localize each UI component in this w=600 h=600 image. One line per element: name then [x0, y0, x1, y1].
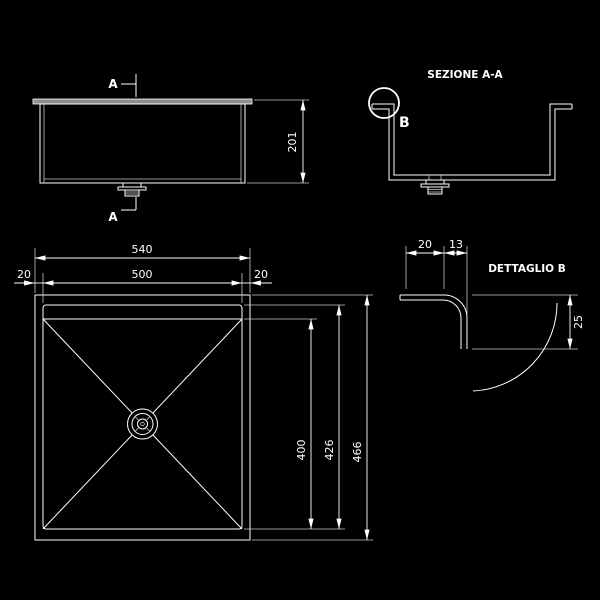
detail-view-title: DETTAGLIO B [488, 263, 566, 275]
plan-rim-inner-outline [42, 304, 243, 530]
detail-b-view: DETTAGLIO B 20 13 25 [399, 238, 585, 392]
section-cut-mark-top: A [108, 74, 137, 97]
drain-fitting-front [117, 182, 147, 197]
section-view-title: SEZIONE A-A [427, 69, 503, 81]
dimension-20-right: 20 [242, 268, 272, 286]
plan-view: 540 500 20 20 400 426 [14, 243, 373, 541]
dim-label-500: 500 [132, 268, 153, 281]
dimension-201: 201 [247, 99, 309, 184]
dim-label-20-flange: 20 [418, 238, 432, 251]
dimension-500: 500 [42, 268, 243, 303]
dim-label-540: 540 [132, 243, 153, 256]
dim-label-426: 426 [323, 440, 336, 461]
dim-label-20-right: 20 [254, 268, 268, 281]
dimension-20-flange: 20 [405, 238, 445, 289]
dim-label-201: 201 [286, 132, 299, 153]
dim-label-20-left: 20 [17, 268, 31, 281]
drain-fitting-section [420, 175, 450, 195]
section-aa-view: SEZIONE A-A B [368, 69, 573, 195]
bowl-corner-lines [42, 318, 243, 530]
sink-rim-edge [32, 98, 253, 105]
sink-body-outline [39, 103, 246, 184]
section-profile-outer [372, 108, 572, 181]
front-elevation-view: A A 201 [32, 74, 309, 224]
dimension-25: 25 [472, 294, 585, 350]
plan-outer-outline [34, 294, 251, 541]
dimension-13-radius: 13 [444, 238, 468, 314]
dim-label-13-radius: 13 [449, 238, 463, 251]
dimension-400: 400 [244, 318, 345, 530]
drain-plan [127, 408, 158, 440]
dimension-426: 426 [244, 304, 345, 529]
detail-callout-circle [368, 87, 400, 119]
dim-label-25: 25 [572, 315, 585, 329]
detail-boundary-arc [472, 302, 558, 392]
edge-profile [399, 294, 468, 349]
dimension-540: 540 [34, 243, 251, 293]
section-cut-mark-bottom: A [108, 197, 137, 224]
section-profile-inner [372, 103, 572, 176]
section-label-a-bottom: A [108, 210, 118, 224]
section-label-a-top: A [108, 77, 118, 91]
dimension-466: 466 [252, 294, 373, 541]
dimension-20-left: 20 [14, 268, 43, 286]
dim-label-466: 466 [351, 442, 364, 463]
dim-label-400: 400 [295, 440, 308, 461]
detail-label-b: B [399, 115, 410, 131]
